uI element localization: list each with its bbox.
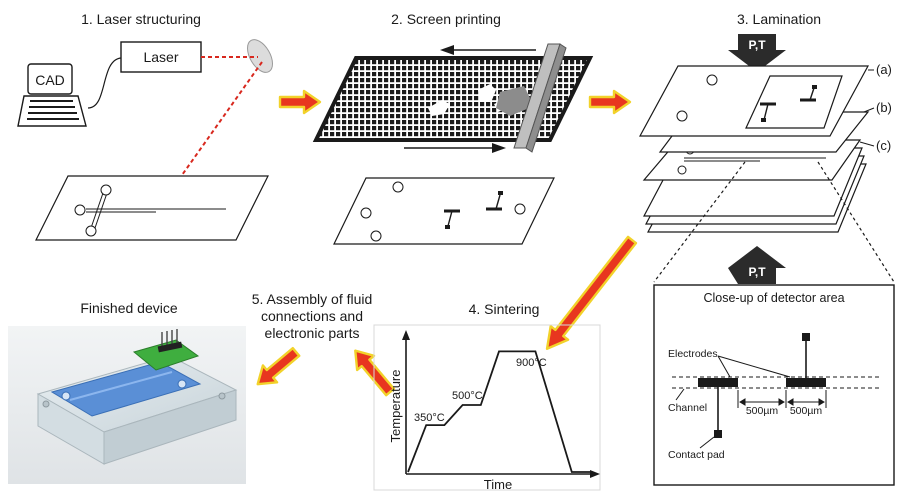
print-direction-arrow-left [440, 45, 536, 55]
process-arrow-3-to-4 [545, 235, 638, 350]
assembly-label-group: 5. Assembly of fluid connections and ele… [252, 291, 373, 341]
closeup-pad-left [714, 430, 722, 438]
laser-structuring-panel: CAD Laser [17, 39, 273, 241]
chart-y-axis-arrow [402, 330, 410, 340]
screen-printing-panel [312, 43, 594, 245]
finished-device-title: Finished device [80, 300, 177, 316]
contact-pad-leader [699, 436, 715, 449]
closeup-pad-right [802, 333, 810, 341]
step-title-assembly-3: electronic parts [265, 325, 360, 341]
chart-x-label: Time [484, 477, 512, 492]
closeup-contact-pad-label: Contact pad [668, 449, 725, 461]
process-arrow-1-to-2 [278, 89, 322, 115]
step-title-screen-printing: 2. Screen printing [391, 11, 501, 27]
step-title-lamination: 3. Lamination [737, 11, 821, 27]
closeup-gap-1: 500µm [746, 405, 779, 417]
layer-a-features [676, 74, 843, 129]
closeup-electrodes-label: Electrodes [668, 348, 718, 360]
channel-leader [675, 388, 685, 401]
screen-mesh [312, 56, 594, 142]
pressure-arrow-down [728, 34, 786, 72]
layer-b-leader [863, 107, 875, 113]
closeup-electrode-left [698, 378, 738, 387]
green-tape-sheet [35, 175, 269, 241]
zoom-line-left [653, 161, 746, 283]
cad-laptop-icon [17, 63, 87, 127]
step-title-assembly-2: connections and [261, 308, 363, 324]
chart-annotation-500: 500°C [452, 390, 483, 402]
layer-a-label: (a) [876, 62, 892, 77]
closeup-electrode-right [786, 378, 826, 387]
printed-electrodes [360, 181, 526, 242]
laser-box [120, 41, 202, 73]
printed-paste [428, 84, 508, 116]
finished-device-photo [8, 326, 246, 484]
electrodes-leader-1 [717, 355, 731, 378]
dimension-markers [737, 390, 827, 408]
chart-y-label: Temperature [388, 370, 403, 443]
squeegee-icon [513, 43, 567, 153]
temperature-profile-line [407, 350, 590, 473]
cad-cable [87, 57, 122, 109]
lamination-panel: P,T (a) (b) (c) [638, 34, 895, 284]
pressure-label-top: P,T [748, 38, 766, 52]
cad-label: CAD [35, 72, 65, 88]
layer-c-leader [859, 141, 875, 147]
closeup-frame [653, 284, 895, 486]
chart-annotation-350: 350°C [414, 412, 445, 424]
header-pins [161, 329, 178, 346]
layer-b-label: (b) [876, 100, 892, 115]
process-arrow-5-to-device [256, 346, 301, 386]
pressure-label-bottom: P,T [748, 265, 766, 279]
chart-annotation-900: 900°C [516, 357, 547, 369]
chart-x-axis-arrow [590, 470, 600, 478]
process-arrow-2-to-3 [588, 89, 632, 115]
electrodes-leader-2 [717, 355, 791, 378]
channel-structure [74, 184, 226, 237]
laser-label: Laser [143, 49, 178, 65]
print-direction-arrow-right [404, 143, 506, 153]
step-title-assembly-1: 5. Assembly of fluid [252, 291, 373, 307]
layer-c-label: (c) [876, 138, 891, 153]
pressure-arrow-up [728, 246, 786, 284]
closeup-title: Close-up of detector area [703, 291, 844, 305]
sintering-frame [373, 324, 601, 491]
closeup-gap-2: 500µm [790, 405, 823, 417]
step-title-laser: 1. Laser structuring [81, 11, 201, 27]
sintering-panel: 4. Sintering 350°C 500°C 900°C Temperatu… [373, 301, 601, 492]
step-title-sintering: 4. Sintering [469, 301, 540, 317]
paste-shadow [496, 86, 534, 116]
mirror-icon [247, 39, 273, 73]
closeup-channel-label: Channel [668, 402, 707, 414]
closeup-panel: Close-up of detector area 500µm 500µm El… [653, 284, 895, 486]
process-arrow-4-to-5 [354, 349, 396, 397]
